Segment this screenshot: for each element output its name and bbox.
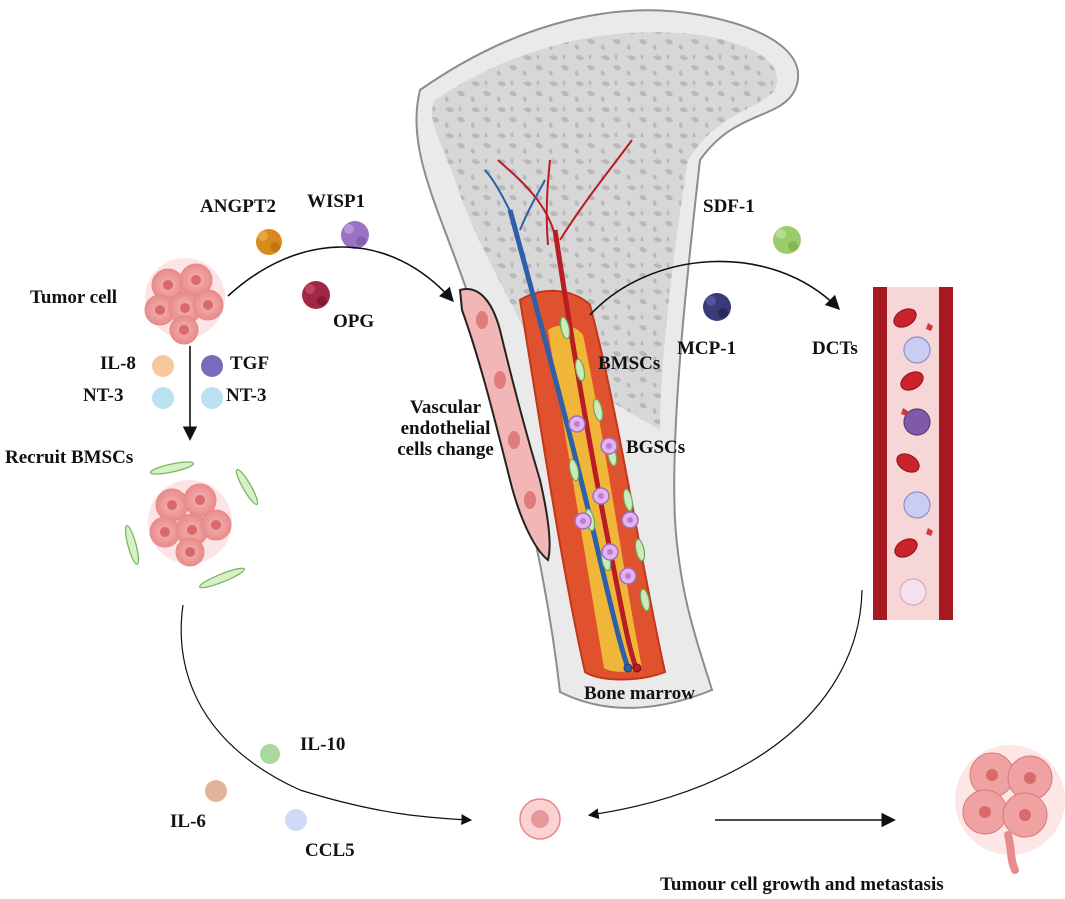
endothelial-nuclei — [476, 311, 536, 509]
label-bgscs: BGSCs — [626, 437, 686, 458]
vessel-branch — [559, 139, 633, 241]
bgsc-nuclei — [574, 421, 633, 579]
label-nt3-right: NT-3 — [226, 385, 267, 406]
vessel-branch — [497, 159, 556, 236]
label-tgf: TGF — [230, 353, 270, 374]
label-opg: OPG — [333, 311, 375, 332]
label-bmscs: BMSCs — [598, 353, 661, 374]
arrow-tumor-to-bone — [227, 246, 454, 303]
factor-mcp1 — [703, 293, 731, 321]
label-ccl5: CCL5 — [305, 840, 355, 861]
platelets — [901, 323, 933, 536]
label-dcts: DCTs — [812, 338, 858, 359]
tumor-cluster-top — [144, 258, 225, 345]
recruited-bmscs — [124, 461, 259, 589]
label-recruit-bmscs: Recruit BMSCs — [5, 447, 134, 468]
label-vascular-line3: cells change — [397, 438, 494, 460]
factor-ccl5-dot — [285, 809, 307, 831]
label-tumor-cell: Tumor cell — [30, 287, 118, 308]
label-il6: IL-6 — [170, 811, 206, 832]
arrow-bone-to-dcts — [589, 260, 841, 316]
bgsc-cells — [568, 415, 639, 585]
label-vascular-line2: endothelial — [400, 417, 491, 439]
label-nt3-left: NT-3 — [83, 385, 124, 406]
vessel-branch — [484, 169, 513, 216]
spongy-bone — [431, 32, 778, 430]
factor-opg — [302, 281, 330, 309]
factor-il10-dot — [260, 744, 280, 764]
factor-sdf1 — [773, 226, 801, 254]
label-angpt2: ANGPT2 — [200, 196, 276, 217]
label-bone-marrow: Bone marrow — [584, 683, 695, 704]
label-wisp1: WISP1 — [307, 191, 366, 212]
factor-wisp1 — [341, 221, 369, 249]
factor-nt3-left-dot — [152, 387, 174, 409]
blood-vessel-red — [552, 229, 639, 669]
factor-il6-dot — [205, 780, 227, 802]
label-vascular-endothelial: Vascular endothelial cells change — [383, 397, 508, 461]
bmsc-cells — [559, 316, 651, 612]
blood-vessel-dcts — [873, 287, 953, 620]
arrow-dcts-to-tumor — [587, 589, 863, 820]
arrow-bmscs-to-tumor — [180, 604, 473, 825]
tumor-cell-single — [519, 798, 561, 840]
factor-nt3-right-dot — [201, 387, 223, 409]
bone — [415, 9, 800, 709]
vessel-branch — [519, 179, 546, 231]
factor-il8-dot — [152, 355, 174, 377]
tumor-cluster-recruit — [124, 461, 259, 589]
label-growth-metastasis: Tumour cell growth and metastasis — [660, 874, 944, 895]
vessel-opening — [632, 663, 642, 673]
white-blood-cells — [899, 336, 931, 606]
factor-tgf-dot — [201, 355, 223, 377]
label-mcp1: MCP-1 — [677, 338, 737, 359]
label-vascular-line1: Vascular — [409, 397, 482, 418]
vessel-opening — [623, 663, 633, 673]
label-sdf1: SDF-1 — [703, 196, 755, 217]
blood-vessel-blue — [507, 209, 631, 669]
metastatic-cluster — [955, 745, 1065, 874]
vessel-branch — [545, 159, 551, 246]
factor-angpt2 — [256, 229, 282, 255]
red-blood-cells — [893, 308, 924, 558]
label-il10: IL-10 — [300, 734, 346, 755]
label-il8: IL-8 — [100, 353, 136, 374]
